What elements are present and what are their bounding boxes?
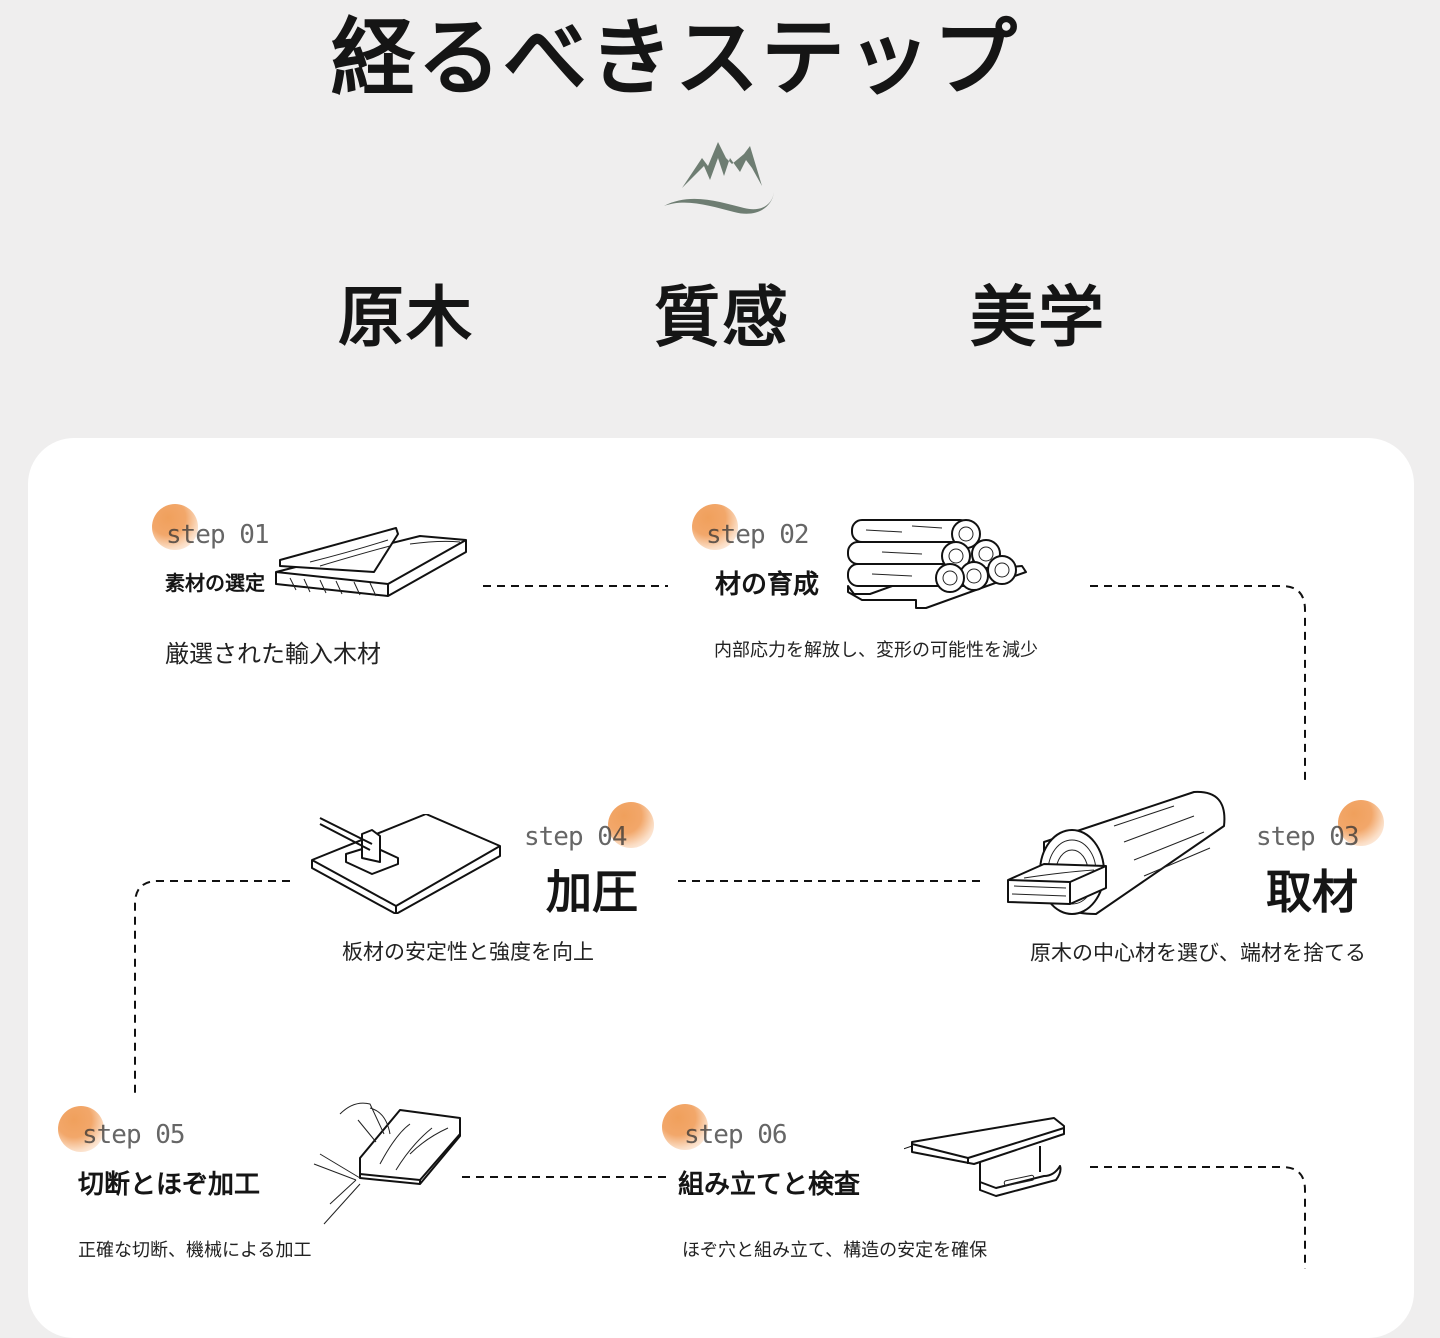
step-description: 内部応力を解放し、変形の可能性を減少 [714,640,1038,661]
assembly-icon [904,1117,1065,1197]
step-description: 板材の安定性と強度を向上 [342,940,594,964]
step-name: 素材の選定 [165,571,265,595]
step-badge-sun [1338,800,1384,846]
log-cut-icon [1007,790,1226,915]
step-description: 厳選された輸入木材 [165,640,381,668]
step-badge-sun [662,1104,708,1150]
step-label: step 05 [82,1120,186,1150]
step-badge-sun [152,504,198,550]
mountain-icon [664,142,774,214]
step-name: 組み立てと検査 [678,1170,861,1200]
step-name: 材の育成 [715,570,820,600]
wood-planks-icon [275,527,467,597]
step-label: step 02 [706,520,810,550]
step-name: 切断とほぞ加工 [78,1170,261,1200]
step-label: step 01 [166,520,270,550]
keyword-shitsukan: 質感 [654,279,790,356]
step-label: step 06 [684,1120,788,1150]
step-label: step 04 [524,822,628,852]
keyword-bigaku: 美学 [970,279,1106,356]
saw-cut-icon [313,1102,461,1225]
step-name: 取材 [1266,865,1358,919]
step-badge-sun [608,802,654,848]
step-label: step 03 [1256,822,1360,852]
step-description: ほぞ穴と組み立て、構造の安定を確保 [682,1240,988,1261]
keyword-genboku: 原木 [338,279,474,356]
press-icon [311,814,501,914]
step-name: 加圧 [546,865,638,919]
step-description: 原木の中心材を選び、端材を捨てる [1030,941,1366,965]
step-description: 正確な切断、機械による加工 [78,1240,312,1261]
step-badge-sun [692,504,738,550]
step-badge-sun [58,1106,104,1152]
page-title: 経るべきステップ [330,9,1019,107]
log-pile-icon [847,519,1027,609]
